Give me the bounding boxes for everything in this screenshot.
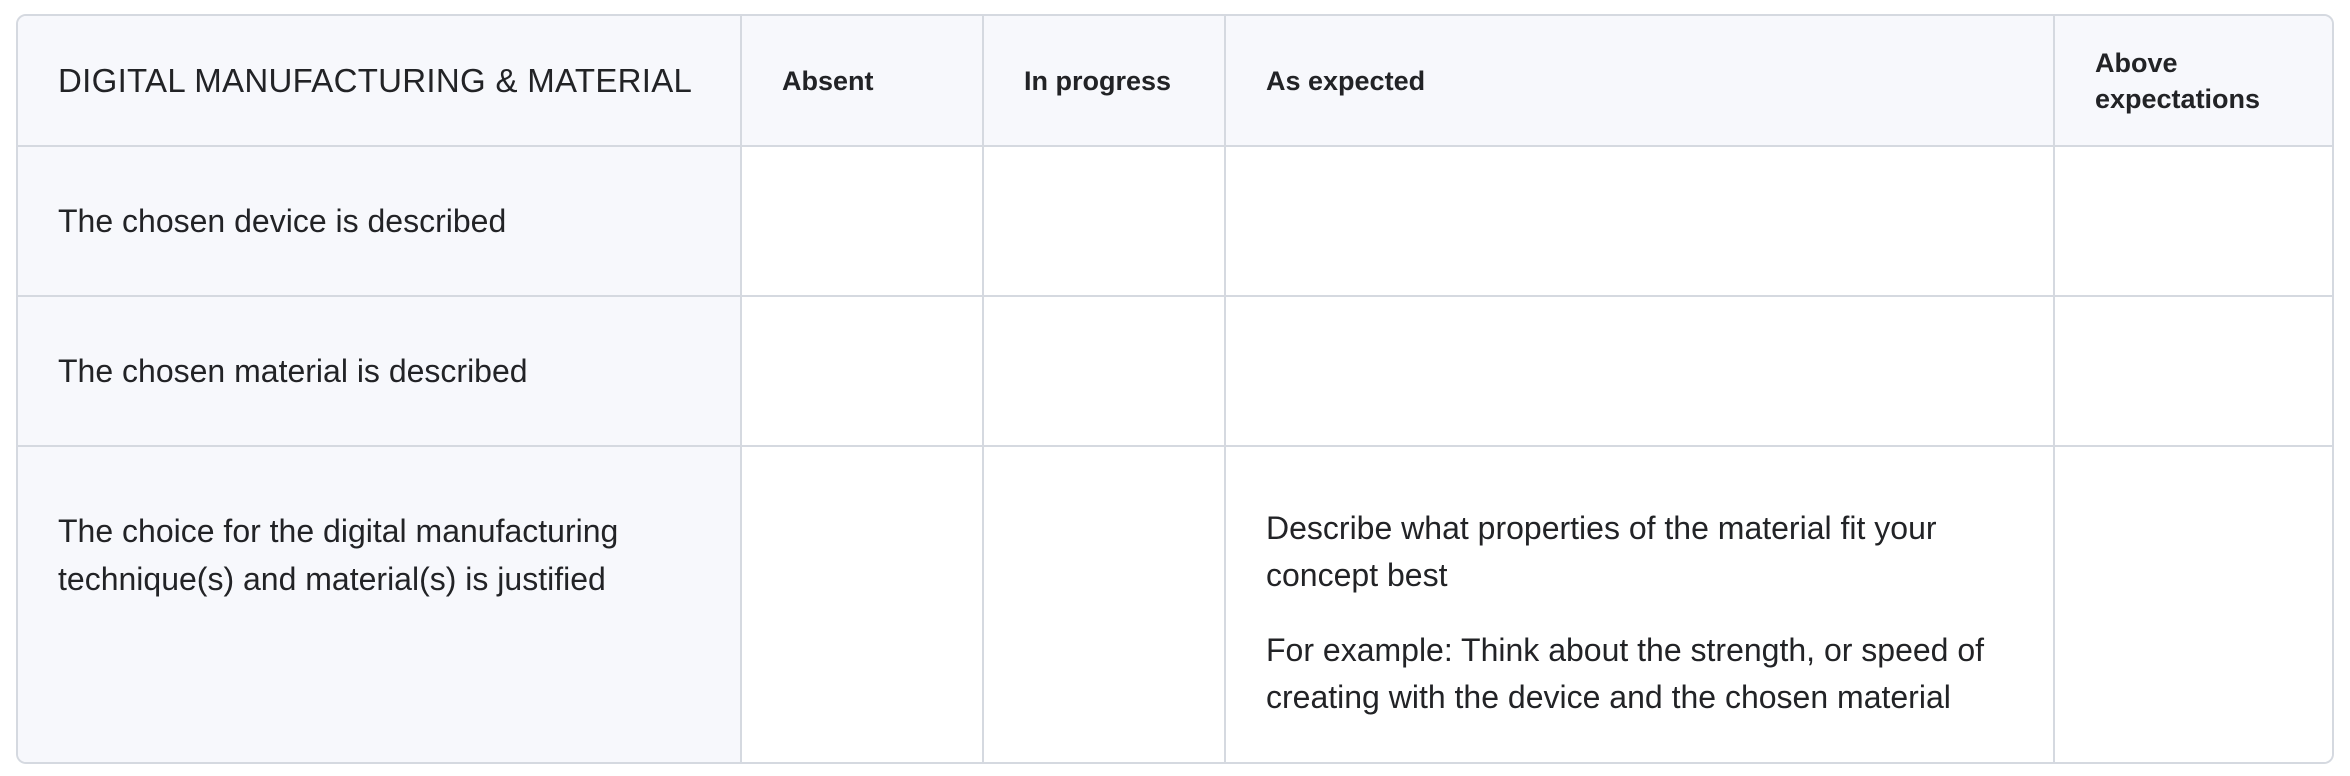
- level-header-in-progress: In progress: [982, 16, 1226, 147]
- cell-material-in-progress: [982, 295, 1226, 447]
- rubric-title: DIGITAL MANUFACTURING & MATERIAL: [18, 16, 742, 147]
- rubric-row-device: The chosen device is described: [18, 145, 2332, 297]
- level-header-as-expected: As expected: [1224, 16, 2055, 147]
- cell-justification-absent: [740, 445, 984, 762]
- rubric-row-justification: The choice for the digital manufacturing…: [18, 445, 2332, 762]
- criterion-device-described: The chosen device is described: [18, 145, 742, 297]
- criterion-material-described: The chosen material is described: [18, 295, 742, 447]
- rubric-table: DIGITAL MANUFACTURING & MATERIAL Absent …: [18, 16, 2332, 762]
- cell-device-in-progress: [982, 145, 1226, 297]
- rubric-header-row: DIGITAL MANUFACTURING & MATERIAL Absent …: [18, 16, 2332, 147]
- as-expected-description: Describe what properties of the material…: [1266, 510, 1937, 593]
- cell-justification-above-expectations: [2053, 445, 2332, 762]
- cell-material-as-expected: [1224, 295, 2055, 447]
- criterion-choice-justified: The choice for the digital manufacturing…: [18, 445, 742, 762]
- cell-device-above-expectations: [2053, 145, 2332, 297]
- rubric-row-material: The chosen material is described: [18, 295, 2332, 447]
- as-expected-example: For example: Think about the strength, o…: [1266, 632, 1985, 715]
- rubric-table-container: DIGITAL MANUFACTURING & MATERIAL Absent …: [16, 14, 2334, 764]
- cell-justification-in-progress: [982, 445, 1226, 762]
- cell-device-absent: [740, 145, 984, 297]
- level-header-above-expectations: Above expectations: [2053, 16, 2332, 147]
- cell-material-above-expectations: [2053, 295, 2332, 447]
- cell-device-as-expected: [1224, 145, 2055, 297]
- cell-justification-as-expected: Describe what properties of the material…: [1224, 445, 2055, 762]
- level-header-absent: Absent: [740, 16, 984, 147]
- cell-material-absent: [740, 295, 984, 447]
